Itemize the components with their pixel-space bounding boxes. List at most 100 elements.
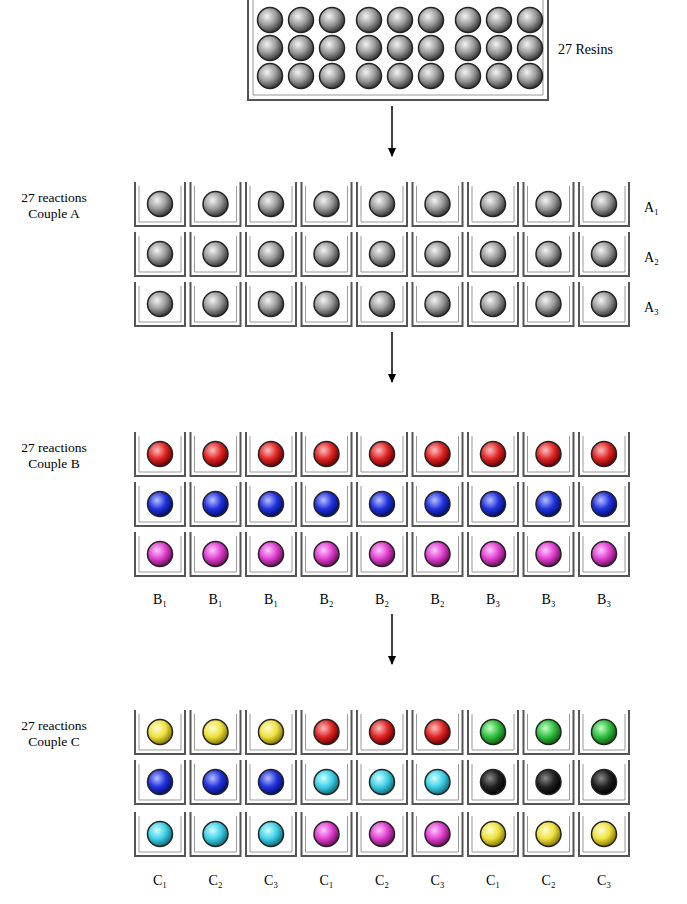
resin-bead	[419, 64, 444, 89]
reagent-label: A₁	[644, 200, 659, 216]
reaction-well	[472, 764, 514, 800]
resin-bead	[481, 542, 506, 567]
reaction-well	[191, 432, 241, 476]
resin-bead	[592, 822, 617, 847]
reaction-well	[361, 186, 403, 222]
reaction-well	[417, 714, 459, 750]
reaction-well	[583, 236, 625, 272]
resin-bead	[487, 64, 512, 89]
resin-bead	[419, 36, 444, 61]
reaction-well	[302, 282, 352, 326]
reaction-well	[139, 816, 181, 852]
reagent-label: B₁	[264, 592, 278, 608]
reaction-well	[195, 536, 237, 572]
resin-bead	[592, 542, 617, 567]
reaction-well	[472, 186, 514, 222]
resin-bead	[370, 492, 395, 517]
reaction-well	[361, 816, 403, 852]
reaction-well	[135, 432, 185, 476]
reaction-well	[579, 812, 629, 856]
reaction-well	[361, 236, 403, 272]
reaction-well	[250, 436, 292, 472]
reaction-well	[472, 486, 514, 522]
resin-bead	[487, 36, 512, 61]
stage-label: 27 reactions Couple C	[6, 718, 102, 749]
reaction-well	[302, 710, 352, 754]
resin-bead	[148, 822, 173, 847]
resin-bead	[370, 542, 395, 567]
resin-bead	[259, 492, 284, 517]
resin-bead	[148, 720, 173, 745]
reaction-well	[302, 432, 352, 476]
reagent-label: C₂	[375, 873, 389, 889]
reagent-label: B₃	[541, 592, 555, 608]
resin-bead	[425, 542, 450, 567]
resin-bead	[148, 442, 173, 467]
reagent-label: B₁	[208, 592, 222, 608]
resin-bead	[289, 8, 314, 33]
reaction-well	[583, 816, 625, 852]
reaction-well	[250, 286, 292, 322]
reaction-well	[195, 486, 237, 522]
reaction-well	[250, 486, 292, 522]
reaction-well	[524, 710, 574, 754]
resin-bead	[203, 492, 228, 517]
reaction-well	[195, 764, 237, 800]
resin-bead	[536, 770, 561, 795]
reaction-well	[306, 764, 348, 800]
reagent-label: B₃	[486, 592, 500, 608]
resin-bead	[425, 442, 450, 467]
resin-bead	[592, 242, 617, 267]
reaction-well	[413, 532, 463, 576]
reaction-well	[468, 532, 518, 576]
resin-bead	[259, 442, 284, 467]
resin-bead	[481, 442, 506, 467]
reagent-label: C₂	[208, 873, 222, 889]
reaction-well	[472, 236, 514, 272]
reaction-well	[135, 482, 185, 526]
resin-bead	[289, 36, 314, 61]
reaction-well	[528, 714, 570, 750]
reaction-well	[468, 282, 518, 326]
resin-bead	[314, 442, 339, 467]
reaction-well	[357, 482, 407, 526]
reaction-well	[583, 486, 625, 522]
reaction-well	[528, 816, 570, 852]
reaction-well	[417, 236, 459, 272]
resin-bead	[487, 8, 512, 33]
reagent-label: B₂	[375, 592, 389, 608]
resin-bead	[536, 720, 561, 745]
flow-arrow	[391, 332, 393, 382]
resin-bead	[481, 822, 506, 847]
stage-label: 27 reactions Couple A	[6, 190, 102, 221]
reaction-well	[468, 182, 518, 226]
reaction-well	[139, 536, 181, 572]
resin-bead	[203, 292, 228, 317]
resin-bead	[320, 8, 345, 33]
flow-arrow	[391, 614, 393, 664]
reaction-well	[246, 532, 296, 576]
reaction-well	[528, 286, 570, 322]
resin-bead	[148, 242, 173, 267]
resin-bead	[592, 192, 617, 217]
reaction-well	[357, 532, 407, 576]
resin-bead	[536, 542, 561, 567]
reaction-well	[135, 182, 185, 226]
resin-bead	[314, 292, 339, 317]
reaction-well	[361, 286, 403, 322]
reaction-well	[246, 482, 296, 526]
reaction-well	[306, 714, 348, 750]
resin-bead	[425, 242, 450, 267]
reaction-well	[139, 236, 181, 272]
stage-label: 27 reactions Couple B	[6, 440, 102, 471]
resin-bead	[314, 720, 339, 745]
reaction-well	[250, 536, 292, 572]
reaction-well	[413, 812, 463, 856]
reaction-well	[195, 436, 237, 472]
reaction-well	[468, 760, 518, 804]
resin-bead	[259, 542, 284, 567]
reaction-well	[195, 714, 237, 750]
reaction-well	[524, 532, 574, 576]
reaction-well	[302, 482, 352, 526]
resin-bead	[456, 64, 481, 89]
